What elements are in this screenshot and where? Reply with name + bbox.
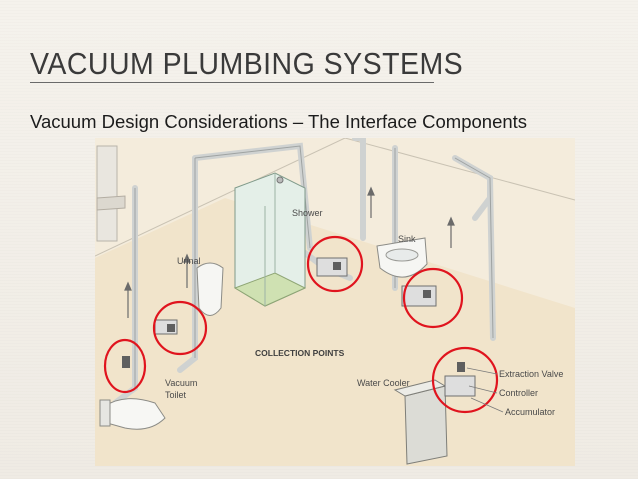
label-collection-points: COLLECTION POINTS	[255, 348, 345, 358]
sink	[376, 237, 428, 278]
highlight-circle-urinal	[152, 300, 208, 356]
label-leaders	[466, 367, 504, 413]
wall-shelf	[96, 195, 126, 211]
highlight-circle-cooler	[431, 346, 499, 414]
title-underline	[30, 82, 434, 83]
wall-edge-right	[344, 138, 575, 201]
highlight-circles	[103, 235, 499, 414]
label-vacuum-toilet-line2: Toilet	[165, 390, 187, 400]
slide-subtitle: Vacuum Design Considerations – The Inter…	[30, 111, 528, 132]
extraction-valves	[122, 262, 465, 372]
label-water-cooler: Water Cooler	[357, 378, 410, 388]
shower-stall	[233, 172, 307, 307]
label-vacuum-toilet-line1: Vacuum	[165, 378, 197, 388]
label-accumulator: Accumulator	[505, 407, 555, 417]
highlight-circle-sink	[402, 267, 464, 329]
vacuum-toilet	[99, 398, 166, 430]
shower-head-icon	[276, 176, 284, 184]
label-shower: Shower	[292, 208, 323, 218]
partition-wall	[96, 145, 118, 242]
shower-interface-unit	[316, 257, 348, 277]
highlight-circle-toilet	[103, 338, 147, 394]
label-urinal: Urinal	[177, 256, 201, 266]
plumbing-diagram: Shower Sink Urinal COLLECTION POINTS Vac…	[95, 138, 575, 466]
slide-title: VACUUM PLUMBING SYSTEMS	[30, 46, 464, 81]
label-controller: Controller	[499, 388, 538, 398]
cooler-interface-unit	[444, 375, 476, 397]
flow-arrows	[124, 186, 455, 318]
label-sink: Sink	[398, 234, 416, 244]
label-extraction-valve: Extraction Valve	[499, 369, 563, 379]
urinal	[196, 262, 224, 316]
highlight-circle-shower	[306, 235, 364, 293]
